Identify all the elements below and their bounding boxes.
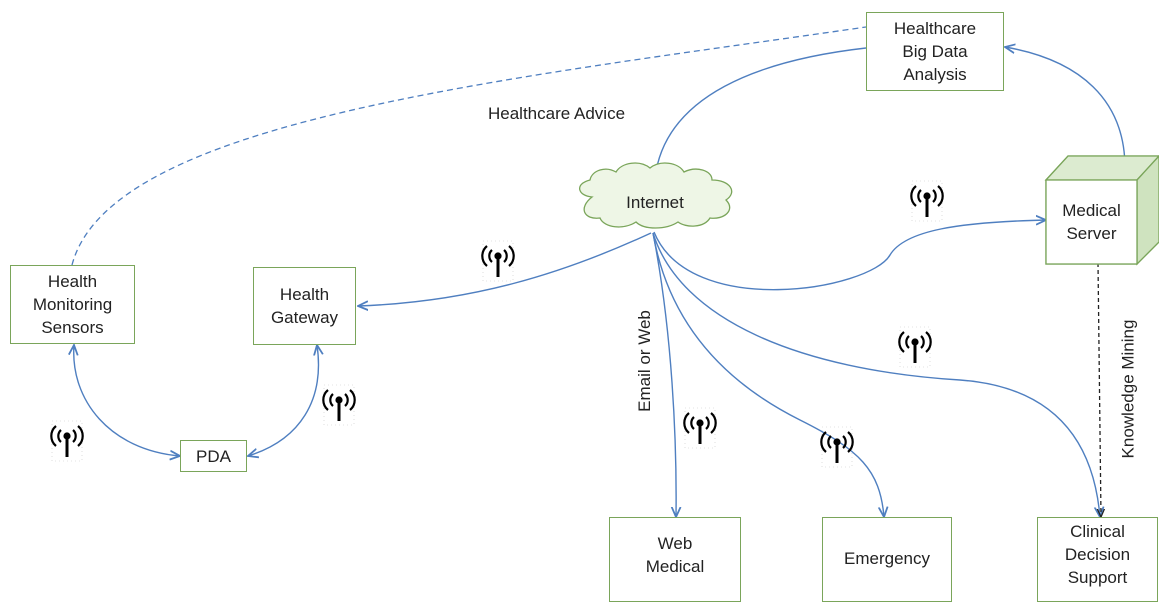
- node-web-medical: Web Medical: [609, 517, 741, 602]
- wireless-antenna-icon: [682, 406, 718, 450]
- wireless-antenna-icon: [480, 239, 516, 283]
- wireless-antenna-icon: [909, 179, 945, 223]
- dashed-link-knowledge-mining: [1098, 262, 1101, 517]
- label-knowledge-mining: Knowledge Mining: [1118, 319, 1138, 459]
- node-internet: Internet: [626, 192, 684, 212]
- dashed-link-sensors-bigdata: [71, 26, 867, 266]
- wireless-antenna-icon: [49, 419, 85, 463]
- wireless-antenna-icon: [819, 425, 855, 469]
- server-cube-icon: [1044, 155, 1159, 266]
- node-medical-server: Medical Server: [1062, 201, 1121, 243]
- cloud-icon: [579, 162, 733, 229]
- arrow-pda-gateway: [248, 345, 318, 456]
- wireless-antenna-icon: [321, 383, 357, 427]
- arrow-internet-server: [653, 220, 1046, 291]
- node-clinical-decision-support: Clinical Decision Support: [1037, 517, 1158, 602]
- label-email-or-web: Email or Web: [635, 310, 654, 412]
- wireless-antenna-icon: [897, 325, 933, 369]
- node-big-data-analysis: Healthcare Big Data Analysis: [866, 12, 1004, 91]
- arrow-server-bigdata: [1005, 47, 1126, 169]
- arrow-internet-emergency: [652, 232, 884, 517]
- arrow-internet-clinical: [652, 232, 1100, 517]
- node-pda: PDA: [180, 440, 247, 472]
- node-health-gateway: Health Gateway: [253, 267, 356, 345]
- arrow-internet-webmedical: [652, 232, 676, 517]
- node-health-monitoring-sensors: Health Monitoring Sensors: [10, 265, 135, 344]
- arrow-bigdata-internet: [655, 47, 867, 178]
- arrow-sensors-pda: [74, 345, 180, 456]
- label-healthcare-advice: Healthcare Advice: [488, 104, 626, 123]
- node-emergency: Emergency: [822, 517, 952, 602]
- arrow-internet-gateway: [358, 232, 652, 306]
